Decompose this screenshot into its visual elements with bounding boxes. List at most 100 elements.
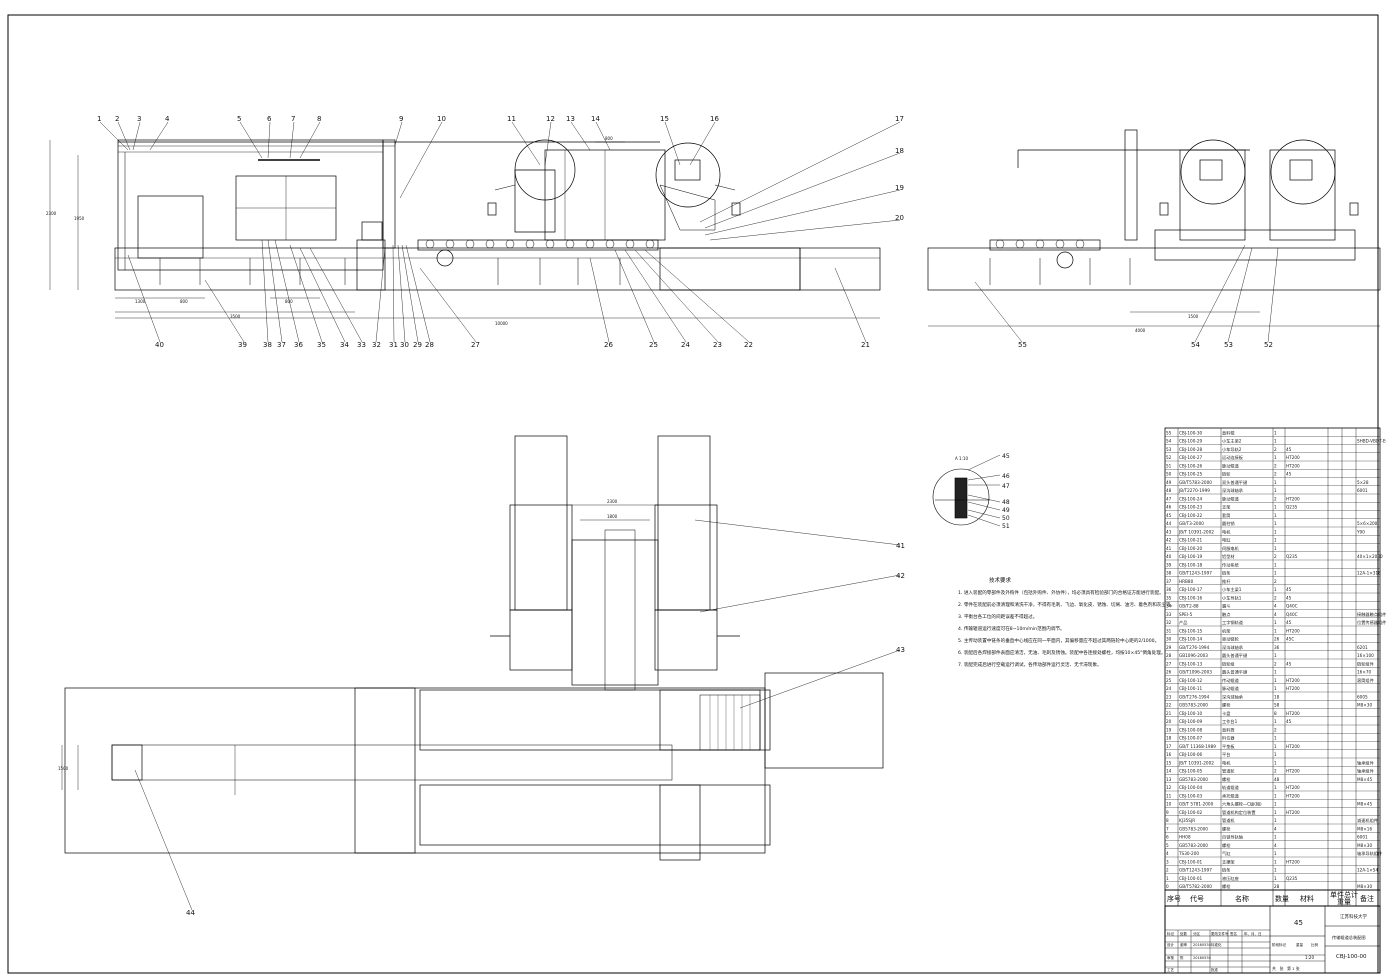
detail-view-a (932, 454, 1001, 527)
bom-cell: 1 (1274, 571, 1277, 576)
bom-cell: 46 (1166, 505, 1172, 510)
balloon-19: 19 (895, 184, 904, 192)
drawing-number: CBJ-100-00 (1336, 954, 1367, 960)
bom-cell: 位置传感器组件 (1357, 619, 1386, 626)
bom-cell: 26 (1274, 637, 1280, 642)
bom-cell: 41 (1166, 546, 1172, 551)
bom-cell: 1 (1274, 455, 1277, 460)
bom-cell: 4 (1274, 826, 1277, 831)
side-leaders (974, 244, 1279, 343)
bom-cell: 2 (1274, 579, 1277, 584)
bom-cell: 1 (1274, 538, 1277, 543)
dim-front-seg-a: 3500 (230, 314, 241, 319)
balloon-11: 11 (507, 115, 516, 123)
bom-cell: CBJ-100-12 (1179, 678, 1203, 683)
bom-cell: 滚筒组件 (1357, 677, 1374, 684)
balloon-24: 24 (681, 341, 690, 349)
bom-cell: 1 (1274, 835, 1277, 840)
tech-title: 技术要求 (989, 576, 1012, 584)
bom-cell: 47 (1166, 496, 1172, 501)
bom-cell: 气缸 (1222, 850, 1231, 856)
bom-cell: 小车导轨2 (1222, 446, 1242, 453)
dim-front-height-a: 2300 (46, 211, 57, 216)
bom-cell: 18 (1166, 736, 1172, 741)
balloon-51: 51 (1002, 523, 1010, 530)
tb-std-label: 标准化 (1211, 942, 1222, 947)
tb-scale-label: 比例 (1311, 942, 1319, 947)
bom-cell: 17 (1166, 744, 1172, 749)
bom-cell: 13 (1166, 777, 1172, 782)
tb-check-date: 20160530 (1193, 956, 1211, 960)
bom-cell: 脉动辊道 (1222, 462, 1240, 469)
bom-cell: 18 (1274, 694, 1280, 699)
balloon-17: 17 (895, 115, 904, 123)
drawing-scale: 1:20 (1305, 955, 1314, 960)
bom-cell: CBJ-100-16 (1179, 595, 1203, 600)
bom-cell: 1 (1274, 653, 1277, 658)
bom-cell: 8 (1166, 818, 1169, 823)
bom-cell: KJ35SJR (1179, 818, 1195, 823)
bom-cell: 58 (1274, 703, 1280, 708)
bom-cell: CBJ-100-27 (1179, 455, 1203, 460)
bom-cell: 12 (1166, 785, 1172, 790)
bom-cell: CBJ-100-24 (1179, 496, 1203, 501)
bom-cell: M8×30 (1357, 703, 1372, 708)
bom-cell: 管道机 (1222, 817, 1235, 824)
bom-cell: Y90 (1356, 529, 1365, 534)
balloon-50: 50 (1002, 515, 1010, 522)
bom-cell: 45 (1286, 472, 1292, 477)
tb-label-change: 更改文件号 (1211, 931, 1229, 936)
bom-cell: 1 (1274, 546, 1277, 551)
balloon-37: 37 (277, 341, 286, 349)
title-block (1164, 905, 1381, 974)
bom-cell: 圆头普通平键 (1222, 669, 1248, 676)
bom-cell: 12A-1×318 (1357, 571, 1381, 576)
bom-cell: Q235 (1286, 876, 1298, 881)
bom-cell: 传动辊道 (1222, 677, 1240, 684)
bom-cell: 1 (1274, 488, 1277, 493)
balloon-26: 26 (604, 341, 613, 349)
bom-cell: 5×6×200 (1357, 521, 1378, 526)
balloon-48: 48 (1002, 499, 1010, 506)
bom-cell: 28 (1274, 884, 1280, 889)
bom-cell: 链轮 (1222, 471, 1231, 478)
bom-cell: 30 (1166, 637, 1172, 642)
tb-check-label: 审核 (1167, 955, 1175, 960)
bom-cell: 1 (1274, 439, 1277, 444)
tb-weight-label: 重量 (1296, 942, 1304, 947)
balloon-53: 53 (1224, 341, 1233, 349)
dim-front-seg-d: 800 (285, 299, 293, 304)
bom-cell: Q40C (1286, 612, 1298, 617)
balloon-4: 4 (165, 115, 170, 123)
balloon-39: 39 (238, 341, 247, 349)
bom-cell: 1 (1274, 587, 1277, 592)
bom-cell: GB/T1243-1997 (1179, 571, 1212, 576)
bom-cell: CBJ-100-09 (1179, 719, 1203, 724)
bom-cell: 38 (1166, 571, 1172, 576)
bom-cell: 10 (1166, 802, 1172, 807)
bom-cell: CBJ-100-28 (1179, 447, 1203, 452)
bom-cell: 管道机构定位装置 (1222, 809, 1256, 816)
bom-cell: HT200 (1286, 678, 1300, 683)
bom-cell: GB/T5783-2000 (1179, 480, 1212, 485)
bom-cell: 深沟球轴承 (1222, 644, 1244, 651)
bom-cell: 35 (1166, 595, 1172, 600)
bom-cell: 4 (1274, 604, 1277, 609)
bom-cell: CBJ-100-25 (1179, 472, 1203, 477)
bom-cell: 轴承组件 (1357, 759, 1374, 766)
balloon-22: 22 (744, 341, 753, 349)
bom-cell: 螺栓 (1222, 883, 1231, 890)
tech-line-4: 4. 传输辊道运行速度可在8~10m/min范围内调节。 (958, 625, 1065, 632)
bom-cell: 漏斗 (1222, 603, 1230, 610)
bom-cell: 48 (1166, 488, 1172, 493)
plan-view (61, 435, 884, 861)
bom-cell: CBJ-100-11 (1179, 686, 1203, 691)
tb-label-count: 处数 (1180, 931, 1188, 936)
bom-cell: 接触器触点组件 (1357, 611, 1386, 618)
bom-cell: M8×45 (1357, 802, 1372, 807)
balloon-46: 46 (1002, 473, 1010, 480)
tech-line-2: 2. 零件在装配前必须清理和清洗干净，不得有毛刺、飞边、氧化皮、锈蚀、切屑、油污… (958, 601, 1175, 608)
bom-cell: 1 (1274, 505, 1277, 510)
tb-designer-label: 设计 (1167, 942, 1175, 947)
